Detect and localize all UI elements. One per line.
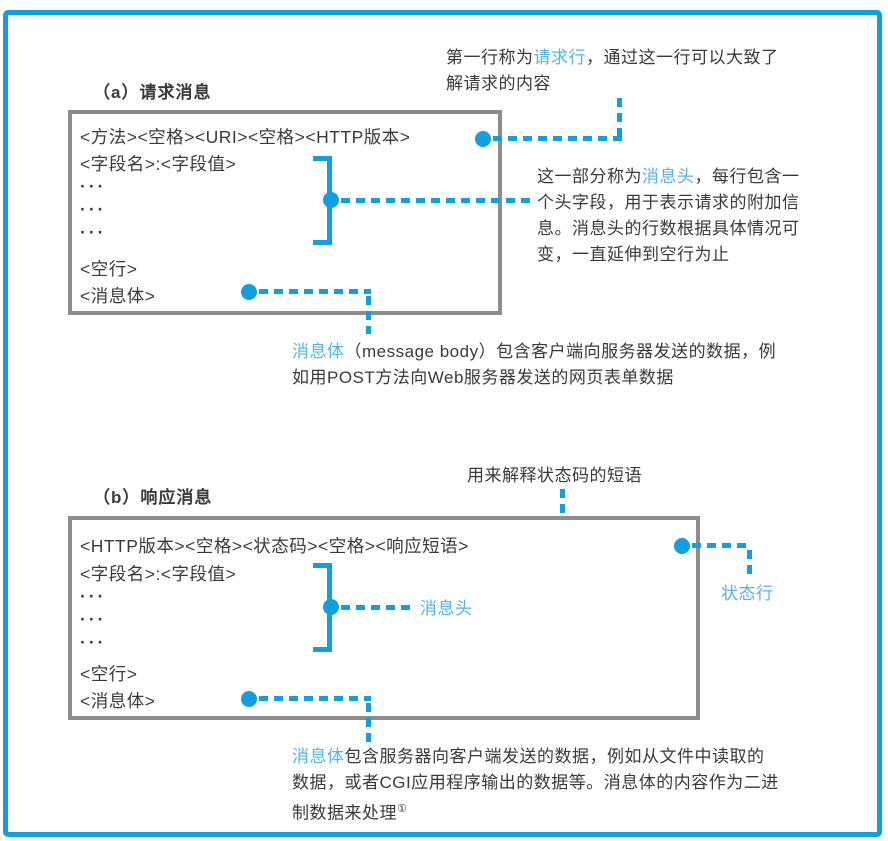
status-line-label: 状态行 xyxy=(721,584,774,603)
note-line: 制数据来处理① xyxy=(292,803,408,823)
dashed-connector xyxy=(259,289,371,294)
dashed-connector xyxy=(493,136,622,141)
dashed-connector xyxy=(747,550,752,578)
message-header-note: 这一部分称为消息头，每行包含一 个头字段，用于表示请求的附加信 息。消息头的行数… xyxy=(537,164,800,268)
note-line: 消息体（message body）包含客户端向服务器发送的数据，例 xyxy=(292,342,777,361)
connector-dot xyxy=(475,131,491,147)
response-message-box xyxy=(68,516,700,720)
status-line-template: <HTTP版本><空格><状态码><空格><响应短语> xyxy=(80,536,469,556)
message-body-note-a: 消息体（message body）包含客户端向服务器发送的数据，例 如用POST… xyxy=(292,339,776,391)
connector-dot xyxy=(323,599,339,615)
ellipsis-line: ··· xyxy=(80,199,107,219)
blank-line-template: <空行> xyxy=(80,664,138,684)
note-line: 息。消息头的行数根据具体情况可 xyxy=(537,219,800,238)
note-line: 解请求的内容 xyxy=(446,74,551,93)
footnote-marker: ① xyxy=(397,803,408,815)
ellipsis-line: ··· xyxy=(80,176,107,196)
outer-frame xyxy=(3,10,882,837)
dashed-connector xyxy=(259,696,371,701)
dashed-connector xyxy=(617,98,622,138)
status-phrase-note: 用来解释状态码的短语 xyxy=(467,466,642,485)
ellipsis-line: ··· xyxy=(80,586,107,606)
ellipsis-line: ··· xyxy=(80,222,107,242)
connector-dot xyxy=(241,284,257,300)
connector-dot xyxy=(323,192,339,208)
message-body-note-b: 消息体包含服务器向客户端发送的数据，例如从文件中读取的 数据，或者CGI应用程序… xyxy=(292,744,779,827)
section-b-title: （b）响应消息 xyxy=(93,488,213,507)
note-line: 这一部分称为消息头，每行包含一 xyxy=(537,167,800,186)
note-line: 如用POST方法向Web服务器发送的网页表单数据 xyxy=(292,368,674,387)
header-field-template: <字段名>:<字段值> xyxy=(80,564,237,584)
request-line-template: <方法><空格><URI><空格><HTTP版本> xyxy=(80,127,411,147)
highlight-term: 请求行 xyxy=(533,48,586,67)
note-line: 消息体包含服务器向客户端发送的数据，例如从文件中读取的 xyxy=(292,747,765,766)
dashed-connector xyxy=(366,296,371,334)
message-header-label: 消息头 xyxy=(420,599,473,618)
dashed-connector xyxy=(341,605,411,610)
blank-line-template: <空行> xyxy=(80,259,138,279)
connector-dot xyxy=(674,538,690,554)
request-line-note: 第一行称为请求行，通过这一行可以大致了 解请求的内容 xyxy=(446,45,779,97)
header-field-template: <字段名>:<字段值> xyxy=(80,154,237,174)
section-a-title: （a）请求消息 xyxy=(93,83,212,102)
dashed-connector xyxy=(692,543,752,548)
message-body-template: <消息体> xyxy=(80,691,156,711)
highlight-term: 消息体 xyxy=(292,342,345,361)
dashed-connector xyxy=(341,198,531,203)
connector-dot xyxy=(241,691,257,707)
highlight-term: 消息头 xyxy=(642,167,695,186)
note-line: 第一行称为请求行，通过这一行可以大致了 xyxy=(446,48,779,67)
dashed-connector xyxy=(366,703,371,742)
ellipsis-line: ··· xyxy=(80,632,107,652)
note-line: 数据，或者CGI应用程序输出的数据等。消息体的内容作为二进 xyxy=(292,773,779,792)
note-line: 变，一直延伸到空行为止 xyxy=(537,245,730,264)
highlight-term: 消息体 xyxy=(292,747,345,766)
dashed-connector xyxy=(560,489,565,517)
ellipsis-line: ··· xyxy=(80,609,107,629)
note-line: 个头字段，用于表示请求的附加信 xyxy=(537,193,800,212)
message-body-template: <消息体> xyxy=(80,286,156,306)
request-message-box xyxy=(68,110,502,315)
